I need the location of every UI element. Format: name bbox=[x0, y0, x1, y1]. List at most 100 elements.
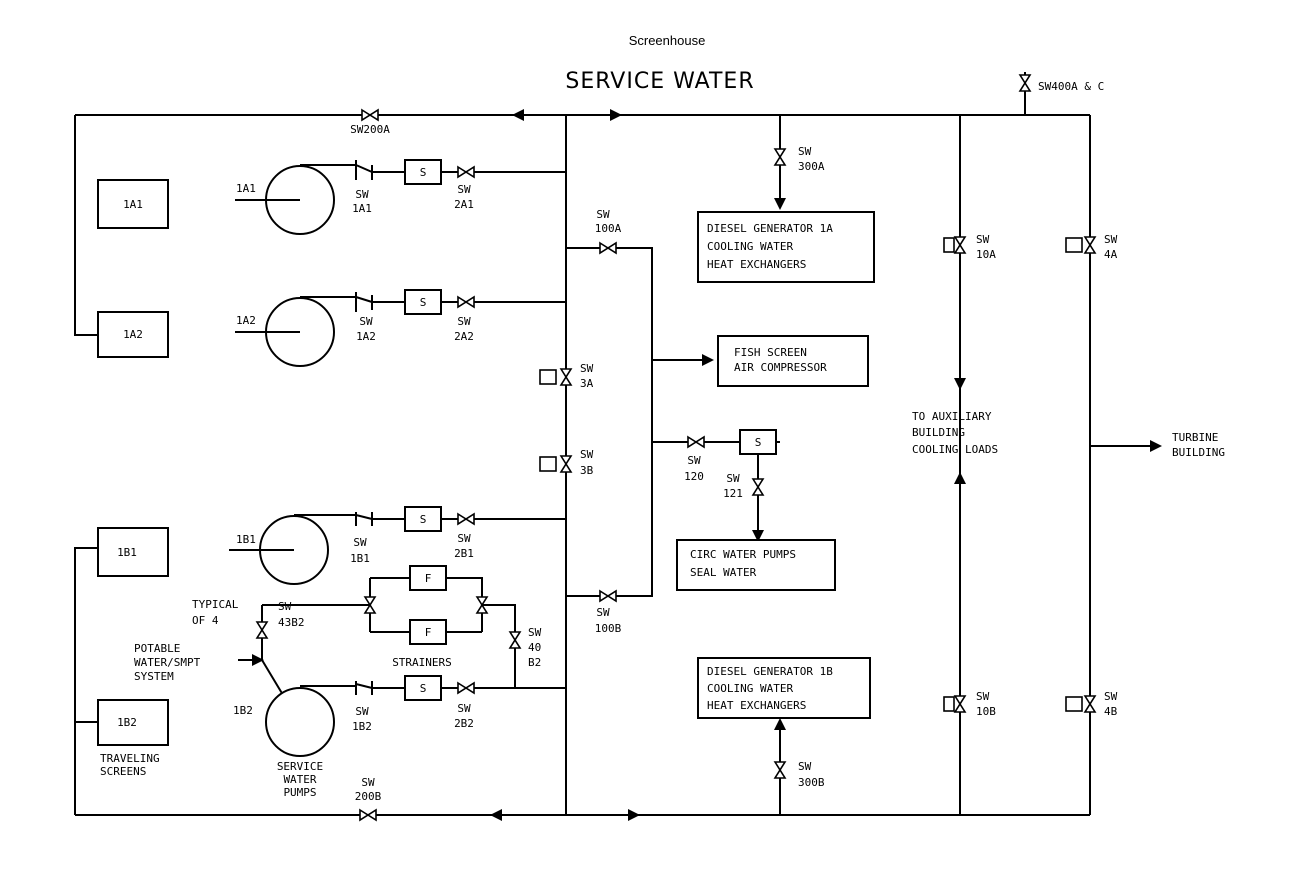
valve-sw2a2 bbox=[457, 296, 475, 308]
sw4b-label-1: SW bbox=[1104, 690, 1118, 703]
actuator-sw3b bbox=[539, 456, 557, 472]
dg-1b-line2: COOLING WATER bbox=[707, 682, 793, 695]
circ-water-line1: CIRC WATER PUMPS bbox=[690, 548, 796, 561]
sw100b-label-2: 100B bbox=[595, 622, 622, 635]
sw1b2-label-2: 1B2 bbox=[352, 720, 372, 733]
valve-sw200a bbox=[361, 109, 379, 121]
valve-labels: SW400A & C SW200A SW 200B SW 1A1 SW 2A1 … bbox=[134, 80, 1225, 803]
valve-sw100a bbox=[599, 242, 617, 254]
sw1b1-label-2: 1B1 bbox=[350, 552, 370, 565]
traveling-screen-1a2 bbox=[97, 311, 169, 358]
sw4b-label-2: 4B bbox=[1104, 705, 1118, 718]
sw1a1-label-1: SW bbox=[355, 188, 369, 201]
flow-arrow bbox=[954, 472, 966, 484]
flow-arrow bbox=[490, 809, 502, 821]
dg-1a-line3: HEAT EXCHANGERS bbox=[707, 258, 806, 271]
valve-sw300b bbox=[774, 761, 786, 779]
valve-sw100b bbox=[599, 590, 617, 602]
pump-1a1-label: 1A1 bbox=[236, 182, 256, 195]
sw40b2-label-1: SW bbox=[528, 626, 542, 639]
traveling-screens-label-2: SCREENS bbox=[100, 765, 146, 778]
strainer-1a1 bbox=[404, 159, 442, 185]
sw121-label-1: SW bbox=[726, 472, 740, 485]
sw1b2-label-1: SW bbox=[355, 705, 369, 718]
valve-sw400 bbox=[1019, 74, 1031, 92]
valve-sw40b2 bbox=[509, 631, 521, 649]
flow-arrow bbox=[774, 718, 786, 730]
sw2a1-label-2: 2A1 bbox=[454, 198, 474, 211]
strainer-circ-label: S bbox=[755, 436, 762, 449]
sw43b2-label-2: 43B2 bbox=[278, 616, 305, 629]
fish-screen-box bbox=[717, 335, 869, 387]
flow-arrow bbox=[610, 109, 622, 121]
check-valve-1a2 bbox=[355, 292, 373, 312]
strainer-1b2 bbox=[404, 675, 442, 701]
sw3b-label-1: SW bbox=[580, 448, 594, 461]
sw100b-label-1: SW bbox=[596, 606, 610, 619]
flow-arrow bbox=[628, 809, 640, 821]
valve-sw10b bbox=[954, 695, 966, 713]
flow-arrow bbox=[752, 530, 764, 542]
check-valve-1a1 bbox=[355, 160, 373, 180]
traveling-screens-label-1: TRAVELING bbox=[100, 752, 160, 765]
valve-sw200b bbox=[359, 809, 377, 821]
sw3a-label-2: 3A bbox=[580, 377, 594, 390]
sw200b-label-1: SW bbox=[361, 776, 375, 789]
strainer-1b1 bbox=[404, 506, 442, 532]
traveling-screen-1a1-label: 1A1 bbox=[123, 198, 143, 211]
sw2b1-label-2: 2B1 bbox=[454, 547, 474, 560]
actuator-sw4b bbox=[1065, 696, 1083, 712]
potable-label-3: SYSTEM bbox=[134, 670, 174, 683]
flow-arrow bbox=[954, 378, 966, 390]
sw40b2-label-2: 40 bbox=[528, 641, 541, 654]
sw40b2-label-3: B2 bbox=[528, 656, 541, 669]
aux-label-1: TO AUXILIARY bbox=[912, 410, 992, 423]
sw120-label-1: SW bbox=[687, 454, 701, 467]
sw1b1-label-1: SW bbox=[353, 536, 367, 549]
service-pumps-label-2: WATER bbox=[283, 773, 316, 786]
traveling-screen-1b1 bbox=[97, 527, 169, 577]
dg-1a-line1: DIESEL GENERATOR 1A bbox=[707, 222, 833, 235]
filter-bottom-label: F bbox=[425, 626, 432, 639]
filter-bottom bbox=[409, 619, 447, 645]
check-valves bbox=[355, 160, 373, 695]
sw2a2-label-1: SW bbox=[457, 315, 471, 328]
valve-sw3b bbox=[560, 455, 572, 473]
flow-arrow bbox=[512, 109, 524, 121]
sw100a-label-1: SW bbox=[596, 208, 610, 221]
check-valve-1b1 bbox=[355, 512, 373, 526]
filter-top-label: F bbox=[425, 572, 432, 585]
potable-label-1: POTABLE bbox=[134, 642, 180, 655]
pumps: 1A1 1A2 1B1 1B2 SERVICE WATER PUMPS bbox=[229, 165, 335, 799]
service-pumps-label-3: PUMPS bbox=[283, 786, 316, 799]
diagram-title: SERVICE WATER bbox=[565, 69, 754, 94]
pump-1b2 bbox=[265, 687, 335, 757]
dg-1a-box bbox=[697, 211, 875, 283]
sw400-label: SW400A & C bbox=[1038, 80, 1104, 93]
sw10a-label-2: 10A bbox=[976, 248, 996, 261]
sw2a1-label-1: SW bbox=[457, 183, 471, 196]
sw10b-label-2: 10B bbox=[976, 705, 996, 718]
valves bbox=[256, 74, 1096, 821]
actuator-sw4a bbox=[1065, 237, 1083, 253]
fish-screen-line2: AIR COMPRESSOR bbox=[734, 361, 827, 374]
strainer-1a2-label: S bbox=[420, 296, 427, 309]
strainers: S S S S S F F STRAINERS bbox=[392, 159, 777, 701]
aux-label-3: COOLING LOADS bbox=[912, 443, 998, 456]
sw1a2-label-1: SW bbox=[359, 315, 373, 328]
traveling-screen-1b1-label: 1B1 bbox=[117, 546, 137, 559]
sw4a-label-1: SW bbox=[1104, 233, 1118, 246]
actuator-sw3a bbox=[539, 369, 557, 385]
circ-water-box bbox=[676, 539, 836, 591]
valve-sw2b1 bbox=[457, 513, 475, 525]
pump-1a2-label: 1A2 bbox=[236, 314, 256, 327]
strainer-1a1-label: S bbox=[420, 166, 427, 179]
sw1a2-label-2: 1A2 bbox=[356, 330, 376, 343]
typical-label-1: TYPICAL bbox=[192, 598, 239, 611]
strainers-label: STRAINERS bbox=[392, 656, 452, 669]
sw3b-label-2: 3B bbox=[580, 464, 594, 477]
sw300b-label-2: 300B bbox=[798, 776, 825, 789]
sw120-label-2: 120 bbox=[684, 470, 704, 483]
valve-sw43b2 bbox=[256, 621, 268, 639]
turbine-label-1: TURBINE bbox=[1172, 431, 1218, 444]
